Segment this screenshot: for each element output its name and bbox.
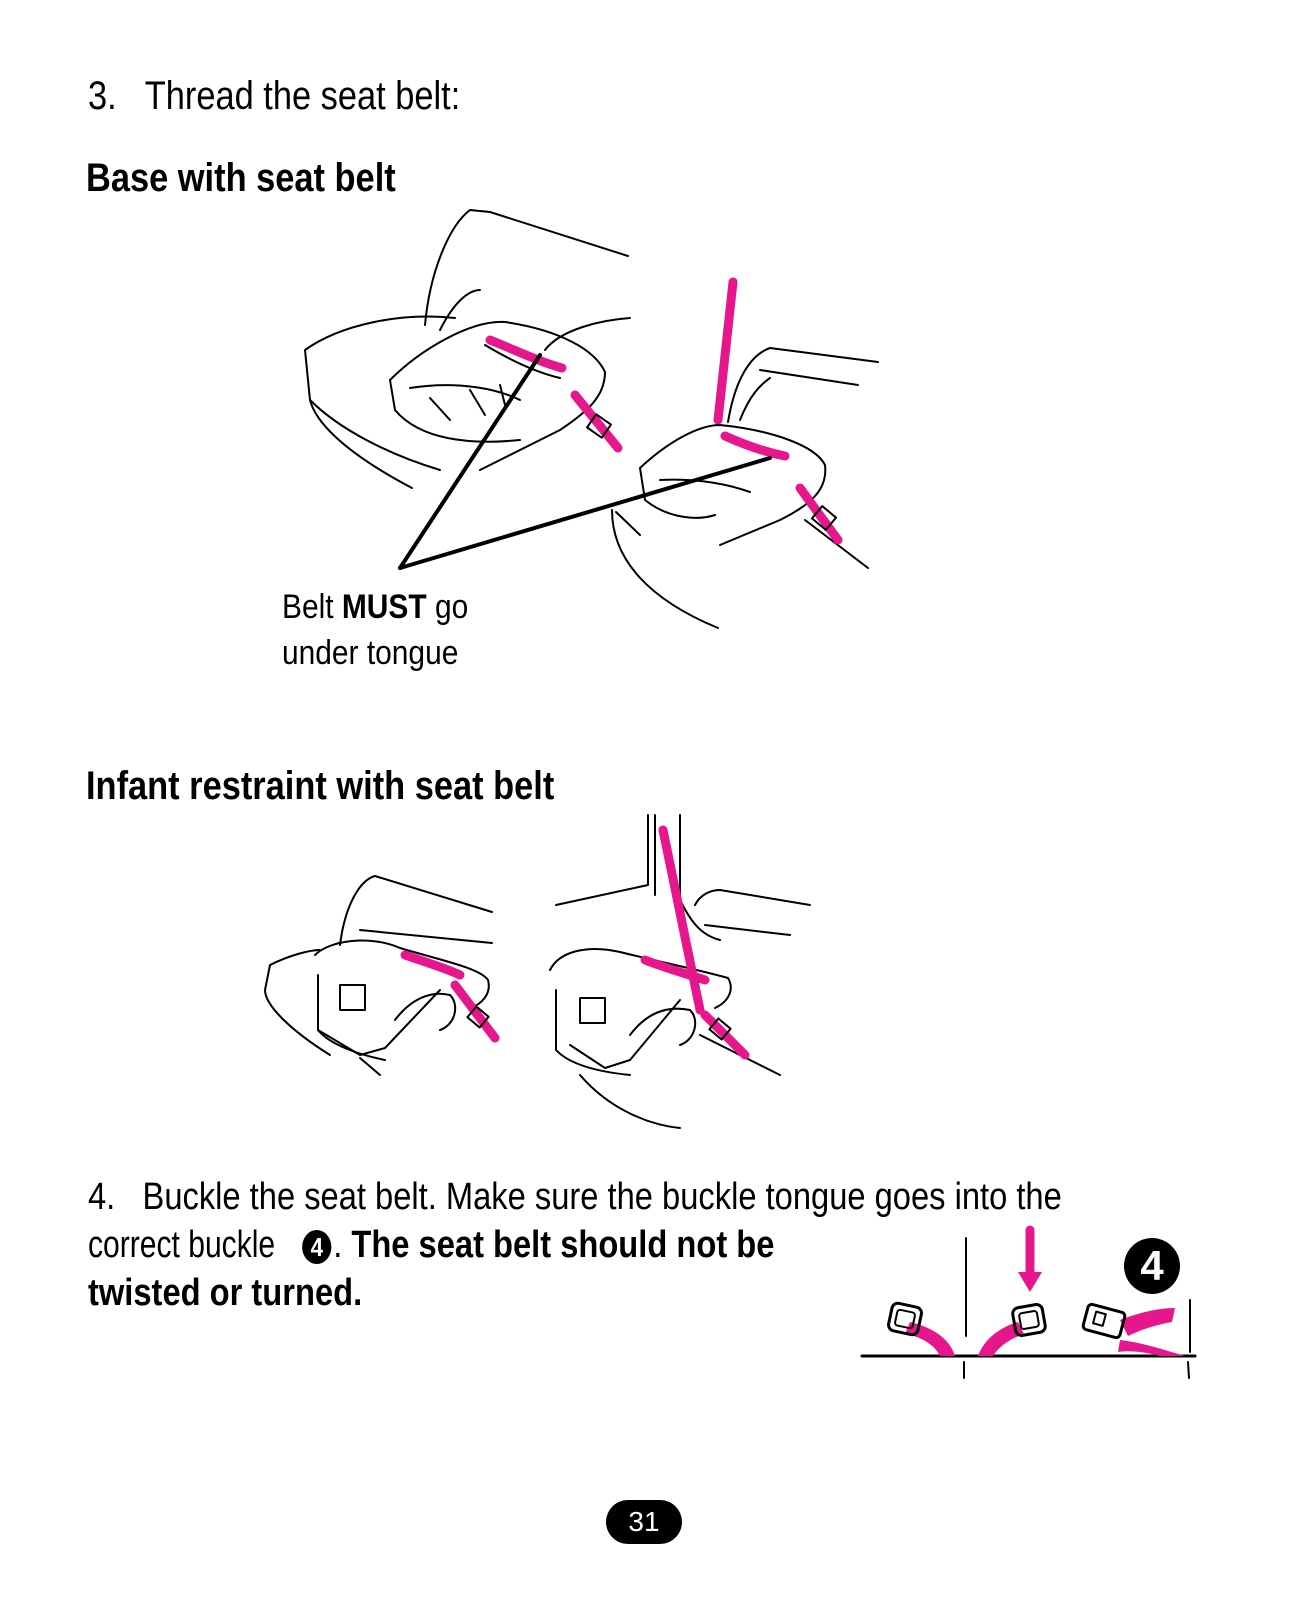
belt-callout-line-1: Belt MUST go [282, 584, 468, 630]
infant-illustration-right [549, 814, 811, 1129]
callout-prefix: Belt [282, 588, 342, 626]
step-4-line-2-prefix: correct buckle [88, 1224, 276, 1266]
step-4-line-1: 4. Buckle the seat belt. Make sure the b… [88, 1176, 1062, 1219]
belt-callout-line-2: under tongue [282, 634, 459, 672]
callout-suffix: go [426, 588, 469, 626]
step-4-period: . [333, 1224, 343, 1266]
base-illustration-left [304, 209, 631, 570]
step-4-text: Buckle the seat belt. Make sure the buck… [142, 1176, 1062, 1218]
step-4-number: 4. [88, 1176, 116, 1218]
infant-section-heading: Infant restraint with seat belt [86, 764, 555, 808]
buckle-diagram [860, 1225, 1197, 1379]
step-3-text: Thread the seat belt: [144, 74, 461, 118]
base-illustration-right [398, 277, 879, 629]
infant-illustration-left [264, 875, 500, 1076]
figure-4-badge: 4 [1124, 1238, 1180, 1294]
step-3: 3. Thread the seat belt: [88, 74, 460, 119]
step-3-number: 3. [88, 74, 117, 118]
belt-callout: Belt MUST go under tongue [282, 584, 468, 676]
step-4-badge: 4 [302, 1229, 332, 1264]
step-4-warning-line-1: The seat belt should not be [351, 1224, 775, 1266]
step-4-line-2: correct buckle 4. The seat belt should n… [88, 1224, 774, 1267]
callout-emphasis: MUST [341, 588, 427, 626]
page-number: 31 [606, 1500, 682, 1544]
step-4-warning-line-2: twisted or turned. [88, 1272, 363, 1314]
base-section-heading: Base with seat belt [86, 156, 396, 200]
